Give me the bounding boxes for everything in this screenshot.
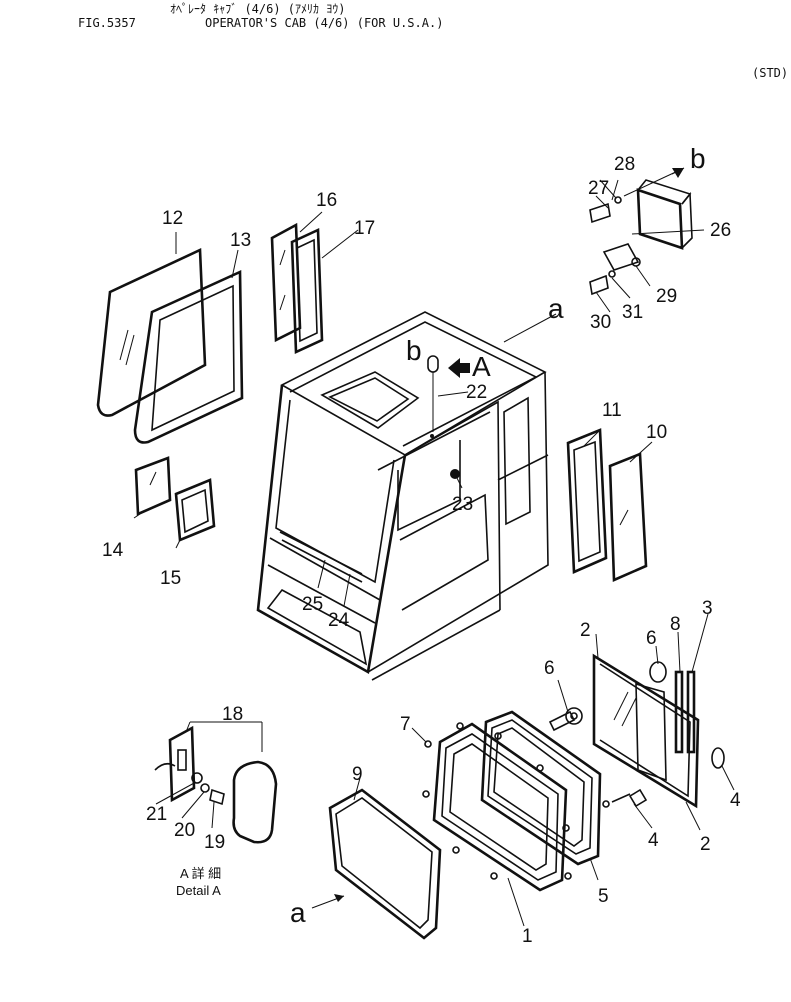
- callout-1: 1: [522, 926, 533, 947]
- callout-17: 17: [354, 218, 375, 239]
- seal-9: [328, 788, 442, 940]
- callout-3: 3: [702, 598, 713, 619]
- seal-15: [174, 478, 216, 542]
- callout-4-right: 4: [730, 790, 741, 811]
- callout-27: 27: [588, 178, 609, 199]
- callout-28: 28: [614, 154, 635, 175]
- cab-frame: [256, 311, 549, 681]
- callout-6-left: 6: [544, 658, 555, 679]
- callout-13: 13: [230, 230, 251, 251]
- callout-30: 30: [590, 312, 611, 333]
- callout-9: 9: [352, 764, 363, 785]
- callout-11: 11: [602, 400, 622, 421]
- callout-31: 31: [622, 302, 643, 323]
- glass-14: [134, 456, 172, 516]
- callout-2-bottom: 2: [700, 834, 711, 855]
- ref-a-bottom: a: [290, 897, 306, 928]
- callout-19: 19: [204, 832, 225, 853]
- detail-a-group: [154, 721, 278, 844]
- glass-10: [608, 452, 648, 582]
- callout-18: 18: [222, 704, 243, 725]
- frame-1: [432, 722, 568, 892]
- bracket-26: [589, 167, 693, 296]
- callout-6-top: 6: [646, 628, 657, 649]
- callout-4-left: 4: [648, 830, 659, 851]
- detail-label-en: Detail A: [176, 883, 221, 898]
- callout-12: 12: [162, 208, 183, 229]
- leader-lines: [133, 179, 735, 927]
- callout-2-top: 2: [580, 620, 591, 641]
- ref-b-bracket: b: [690, 143, 706, 174]
- figure-number: FIG.5357: [78, 16, 136, 30]
- callout-23: 23: [452, 494, 473, 515]
- glass-2: [592, 653, 700, 809]
- glass-12: [96, 247, 207, 417]
- seal-11: [566, 428, 608, 574]
- ref-view-A: A: [472, 351, 491, 382]
- frame-5: [480, 710, 602, 866]
- callout-5: 5: [598, 886, 609, 907]
- seal-17: [290, 228, 324, 354]
- callout-20: 20: [174, 820, 195, 841]
- callout-14: 14: [102, 540, 124, 561]
- callout-26: 26: [710, 220, 731, 241]
- detail-a-caption: A 詳 細 Detail A: [176, 866, 221, 898]
- seal-13: [133, 269, 244, 444]
- callout-25: 25: [302, 594, 323, 615]
- view-arrow-icon: [448, 358, 470, 378]
- strip-8: [674, 670, 684, 754]
- spec-label: (STD): [752, 66, 789, 80]
- callout-29: 29: [656, 286, 677, 307]
- callout-10: 10: [646, 422, 667, 443]
- callout-8: 8: [670, 614, 681, 635]
- callout-16: 16: [316, 190, 337, 211]
- callout-24: 24: [328, 610, 350, 631]
- reference-letters: a a b b A: [290, 143, 706, 928]
- detail-label-jp: A 詳 細: [180, 866, 221, 881]
- callout-7: 7: [400, 714, 411, 735]
- ref-a-cab: a: [548, 293, 564, 324]
- title-english: OPERATOR'S CAB (4/6) (FOR U.S.A.): [205, 16, 444, 30]
- callout-labels: 1 2 2 3 4 4 5 6 6 7 8 9 10 11 12 13 14 1…: [102, 154, 741, 947]
- strip-3: [686, 670, 696, 754]
- title-japanese: ｵﾍﾟﾚｰﾀ ｷｬﾌﾞ (4/6) (ｱﾒﾘｶ ﾖｳ): [170, 2, 346, 16]
- callout-21: 21: [146, 804, 167, 825]
- callout-15: 15: [160, 568, 181, 589]
- callout-22: 22: [466, 382, 487, 403]
- ref-b-cab: b: [406, 335, 422, 366]
- frame-bolts: [422, 722, 610, 880]
